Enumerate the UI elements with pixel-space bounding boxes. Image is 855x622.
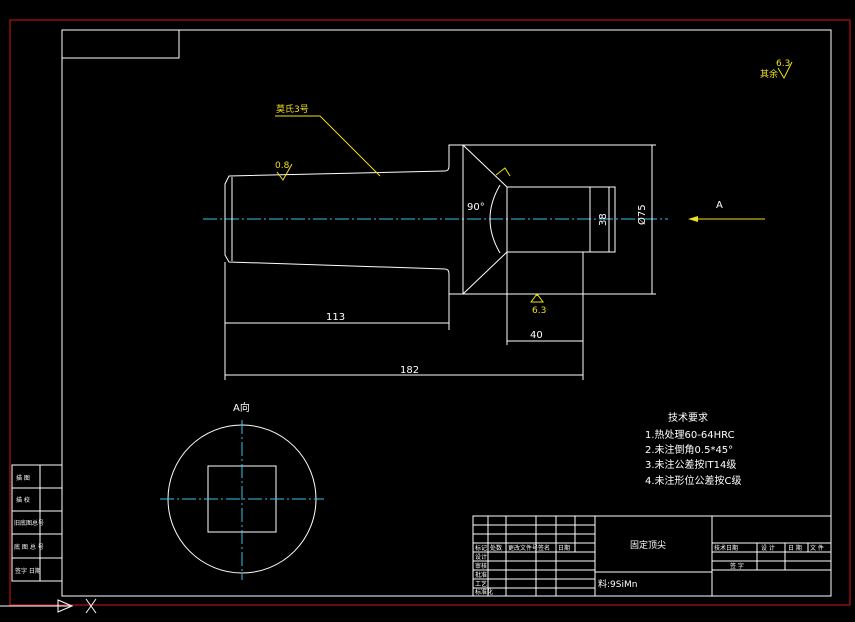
tb-proc-2: 审核 [475,562,487,570]
tb-left-2: 处数 [490,544,502,552]
tech-item-2: 2.未注倒角0.5*45° [645,443,733,456]
corner-label: 其余 [760,68,778,80]
tb-doc-1: 技术日期 [714,544,738,552]
drawing-frame [61,29,832,597]
side-cell-5: 签字 日期 [15,567,41,575]
view-arrow: A [688,200,765,222]
insertion-mark [0,598,97,614]
dim-length-40: 40 [506,252,583,345]
tech-requirements: 技术要求 1.热处理60-64HRC 2.未注倒角0.5*45° 3.未注公差按… [645,411,742,487]
tb-proc-1: 设计 [475,553,487,561]
angle-label: 90° [467,202,485,213]
dim-75-label: Ø75 [636,204,648,225]
dim-38-label: 38 [598,213,609,226]
title-block: 标记 处数 更改文件号 签名 日期 设计 审核 批准 工艺 标准化 固定顶尖 料… [472,515,832,597]
dim-113-label: 113 [326,312,345,323]
dim-182-label: 182 [400,365,419,376]
dim-40-label: 40 [530,330,543,341]
dim-diameter-38: 38 [598,187,610,252]
tb-doc-5: 签 字 [730,562,744,570]
roughness-symbol-cone [495,167,511,177]
taper-note: 莫氏3号 [276,103,309,115]
tb-proc-4: 工艺 [475,580,487,588]
side-cell-4: 底 图 总 号 [14,543,44,551]
tb-left-3: 更改文件号 [508,544,538,552]
tb-doc-3: 日 期 [788,544,802,552]
side-cell-1: 描 图 [16,474,30,482]
taper-callout: 莫氏3号 [275,103,381,177]
side-cell-3: 旧底图总号 [14,519,44,527]
side-table: 描 图 描 校 旧底图总号 底 图 总 号 签字 日期 [11,464,63,582]
roughness-shank: 0.8 [275,161,293,181]
view-a-label: A向 [233,401,250,414]
tech-heading: 技术要求 [668,411,708,424]
tech-item-4: 4.未注形位公差按C级 [645,474,742,487]
side-cell-2: 描 校 [16,496,30,504]
corner-roughness: 其余 6.3 [760,59,793,80]
sheet-border [9,19,851,606]
tech-item-1: 1.热处理60-64HRC [645,428,735,441]
dim-diameter-75: Ø75 [636,144,656,295]
tb-left-5: 日期 [558,544,570,552]
roughness-head-value: 6.3 [532,306,546,316]
part-name: 固定顶尖 [630,539,666,551]
tech-item-3: 3.未注公差按IT14级 [645,458,736,471]
roughness-corner-value: 6.3 [776,59,790,69]
view-arrow-label: A [716,200,723,211]
view-a: A向 [160,401,324,580]
drawing-code-box [61,29,180,59]
dim-length-113: 113 [224,262,450,330]
tb-left-1: 标记 [475,544,487,552]
tb-left-4: 签名 [538,544,550,552]
dim-length-182: 182 [224,252,584,380]
tb-proc-3: 批准 [475,571,487,579]
material: 料:9SiMn [598,578,637,590]
tb-doc-2: 设 计 [761,544,775,552]
roughness-symbol-corner [777,61,793,80]
tb-doc-4: 文 件 [810,544,824,552]
tb-proc-5: 标准化 [475,588,493,596]
roughness-shank-value: 0.8 [275,161,290,171]
roughness-head: 6.3 [530,293,546,316]
